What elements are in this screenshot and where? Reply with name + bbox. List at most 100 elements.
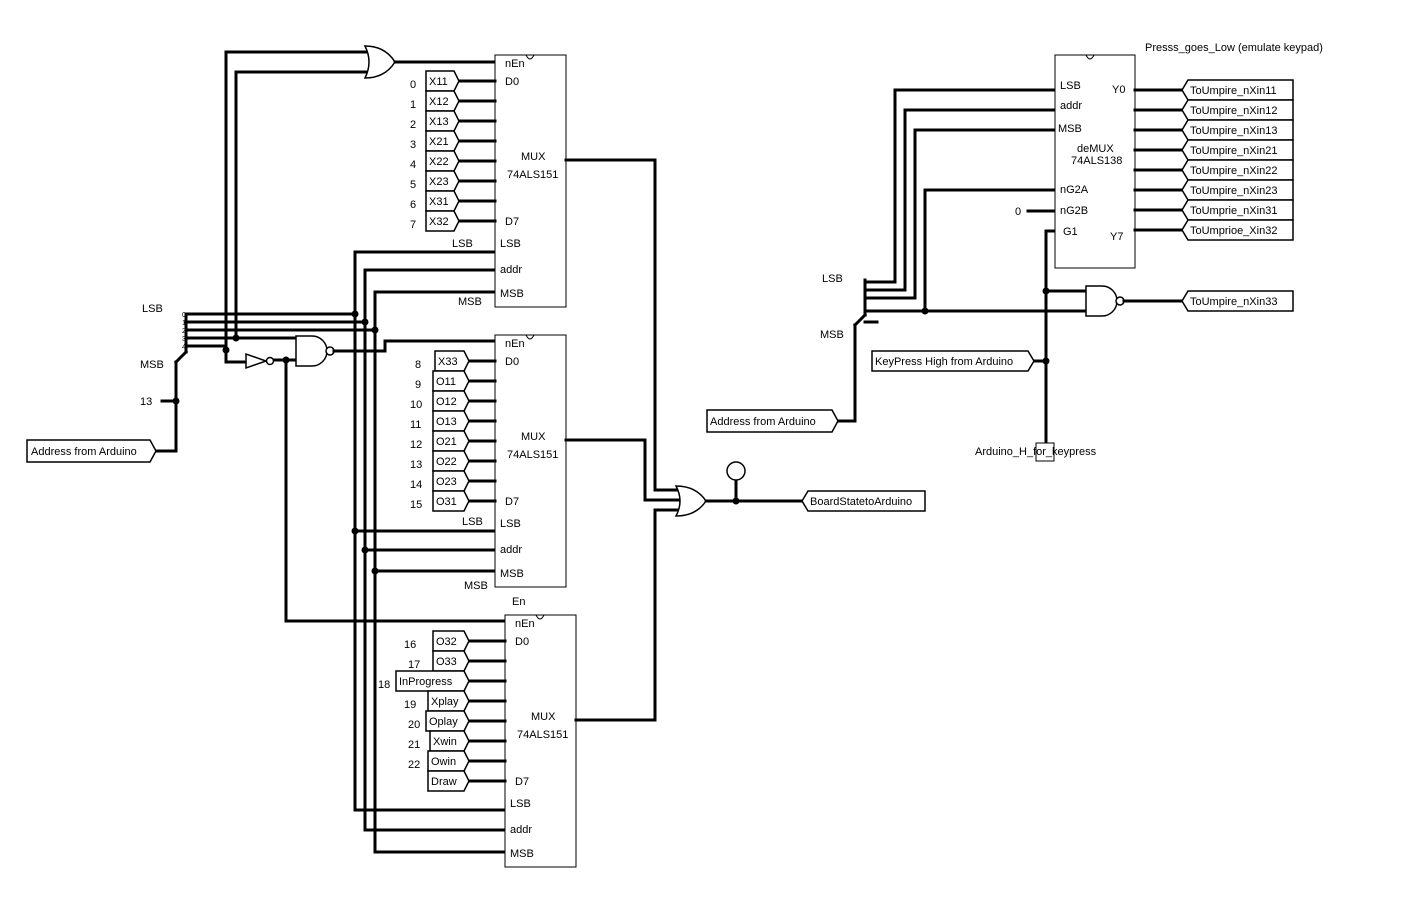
mux-input-label: Oplay: [429, 716, 458, 728]
left-splitter-msb: MSB: [140, 359, 164, 371]
junction: [172, 397, 180, 405]
pin-tick: [493, 159, 497, 163]
not-bubble: [265, 356, 275, 366]
demux-output-label: ToUmpire_nXin13: [1190, 125, 1277, 137]
mux3-chip: [504, 614, 577, 868]
left-splitter-body: [173, 349, 189, 365]
left-splitter-lsb: LSB: [142, 303, 163, 315]
mux-input-index: 20: [408, 719, 420, 731]
or-gate-top: [363, 45, 396, 79]
junction: [921, 307, 929, 315]
mux-input-label: O33: [436, 656, 457, 668]
keypress-input[interactable]: [871, 350, 1035, 372]
mux-input-pin[interactable]: [432, 410, 470, 432]
pin-tick: [493, 499, 497, 503]
wire-demux-msb: [863, 128, 1057, 300]
right-splitter-lsb: LSB: [822, 273, 843, 285]
mux-input-pin[interactable]: [425, 210, 460, 232]
mux2-addr: addr: [500, 544, 522, 556]
mux2-part: 74ALS151: [507, 449, 558, 461]
mux-input-pin[interactable]: [432, 650, 470, 672]
mux-input-index: 3: [410, 139, 416, 151]
mux-input-label: X12: [429, 96, 449, 108]
demux-output-pin: [1181, 219, 1294, 241]
mux1-mux: MUX: [521, 151, 546, 163]
wire-mux3-out: [574, 508, 682, 722]
mux-input-label: Xplay: [431, 696, 459, 708]
mux-input-pin[interactable]: [425, 70, 460, 92]
chip-notch: [525, 334, 535, 340]
mux-input-pin[interactable]: [427, 770, 470, 792]
mux-input-pin[interactable]: [427, 750, 470, 772]
mux-input-pin[interactable]: [425, 110, 460, 132]
mux-input-pin[interactable]: [425, 150, 460, 172]
mux-input-pin[interactable]: [432, 390, 470, 412]
pin-tick: [493, 119, 497, 123]
mux-input-label: O32: [436, 636, 457, 648]
mux-input-index: 2: [410, 119, 416, 131]
mux3-title: En: [512, 596, 525, 608]
mux-input-pin[interactable]: [432, 450, 470, 472]
pin-tick: [493, 479, 497, 483]
mux1-d0: D0: [505, 76, 519, 88]
mux-input-pin[interactable]: [425, 170, 460, 192]
mux-input-pin[interactable]: [432, 370, 470, 392]
output-pin-nxin33-label: ToUmpire_nXin33: [1190, 296, 1277, 308]
pin-tick: [493, 179, 497, 183]
mux-input-index: 21: [408, 739, 420, 751]
wire-nand-out: [332, 339, 499, 353]
mux-input-pin[interactable]: [432, 470, 470, 492]
bus-addr: [184, 320, 507, 832]
address-input-right-label: Address from Arduino: [710, 416, 816, 428]
chip-notch: [535, 614, 545, 620]
mux-input-pin[interactable]: [425, 130, 460, 152]
mux-input-pin[interactable]: [434, 350, 470, 372]
chip-notch: [1085, 54, 1095, 60]
address-input-right[interactable]: [706, 409, 839, 433]
pin-tick: [493, 379, 497, 383]
demux-output-label: ToUmpire_nXin11: [1190, 85, 1277, 97]
mux1-chip: [494, 54, 567, 308]
wire-demux-lsb: [863, 88, 1057, 284]
nand-gate: [295, 335, 328, 367]
junction: [1042, 287, 1050, 295]
mux-input-pin[interactable]: [425, 710, 470, 732]
mux-input-pin[interactable]: [432, 630, 470, 652]
mux-input-index: 0: [410, 79, 416, 91]
mux-input-pin[interactable]: [425, 90, 460, 112]
junction: [361, 318, 369, 326]
mux1-msb: MSB: [500, 288, 524, 300]
output-probe-led: [726, 461, 746, 481]
mux-input-label: X32: [429, 216, 449, 228]
pin-tick: [503, 679, 507, 683]
pin-tick: [493, 359, 497, 363]
nand-gate-right: [1085, 285, 1118, 317]
mux-input-label: X11: [429, 76, 448, 88]
mux-input-pin[interactable]: [429, 730, 470, 752]
mux-input-pin[interactable]: [432, 430, 470, 452]
pin-tick: [503, 639, 507, 643]
not-gate: [245, 352, 269, 370]
mux-input-pin[interactable]: [432, 490, 470, 512]
wire-bit4: [184, 50, 372, 348]
mux2-outer-lsb: LSB: [462, 516, 483, 528]
pin-tick: [503, 779, 507, 783]
wire-mux1-out: [564, 158, 682, 492]
keypress-probe-label: Arduino_H_for_keypress: [975, 446, 1097, 458]
mux-input-pin[interactable]: [395, 670, 470, 692]
mux-input-index: 11: [410, 419, 421, 431]
mux-input-label: Owin: [431, 756, 456, 768]
demux-constant: 0: [1015, 206, 1021, 218]
mux2-mux: MUX: [521, 431, 546, 443]
split-bit: 2: [182, 328, 186, 335]
mux-input-pin[interactable]: [427, 690, 470, 712]
demux-output-label: ToUmpire_nXin12: [1190, 105, 1277, 117]
constant-13: 13: [140, 396, 152, 408]
mux3-addr: addr: [510, 824, 532, 836]
mux2-chip: [494, 334, 567, 588]
mux-input-pin[interactable]: [425, 190, 460, 212]
mux-input-label: X23: [429, 176, 449, 188]
address-input-left[interactable]: [26, 439, 157, 463]
mux-input-index: 8: [415, 359, 421, 371]
